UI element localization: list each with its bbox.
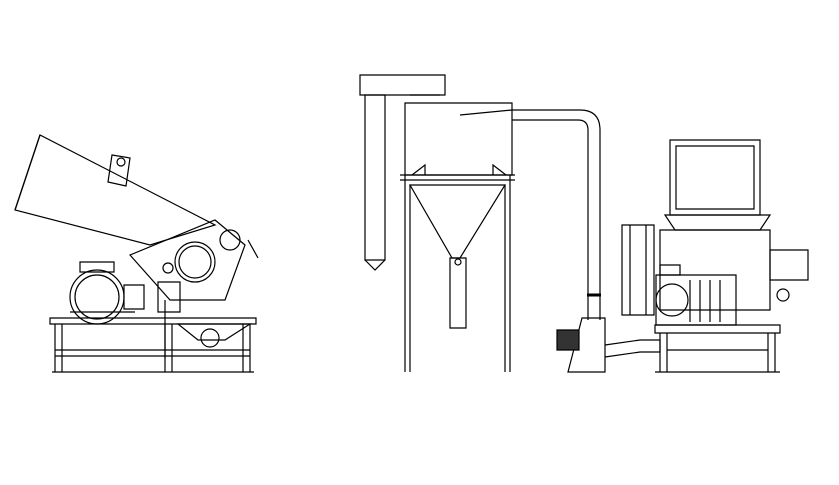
crusher-base-frame — [50, 318, 256, 372]
cyclone-body — [400, 103, 515, 372]
crusher-motor — [70, 262, 144, 324]
granulator-motor — [656, 265, 736, 325]
granulator-body — [660, 230, 808, 310]
cyclone-collector — [360, 75, 660, 372]
crusher-hopper — [15, 135, 215, 245]
crusher-machine — [15, 135, 258, 372]
crusher-cutting-chamber — [130, 220, 258, 358]
granulator-blower — [622, 225, 654, 315]
crusher-discharge-hopper — [178, 324, 250, 347]
granulator-base-frame — [655, 325, 780, 372]
filter-bag — [360, 75, 445, 270]
granulator-machine — [622, 140, 808, 372]
transport-duct — [460, 110, 601, 320]
granulator-hopper — [665, 140, 770, 230]
transport-fan — [557, 318, 660, 372]
